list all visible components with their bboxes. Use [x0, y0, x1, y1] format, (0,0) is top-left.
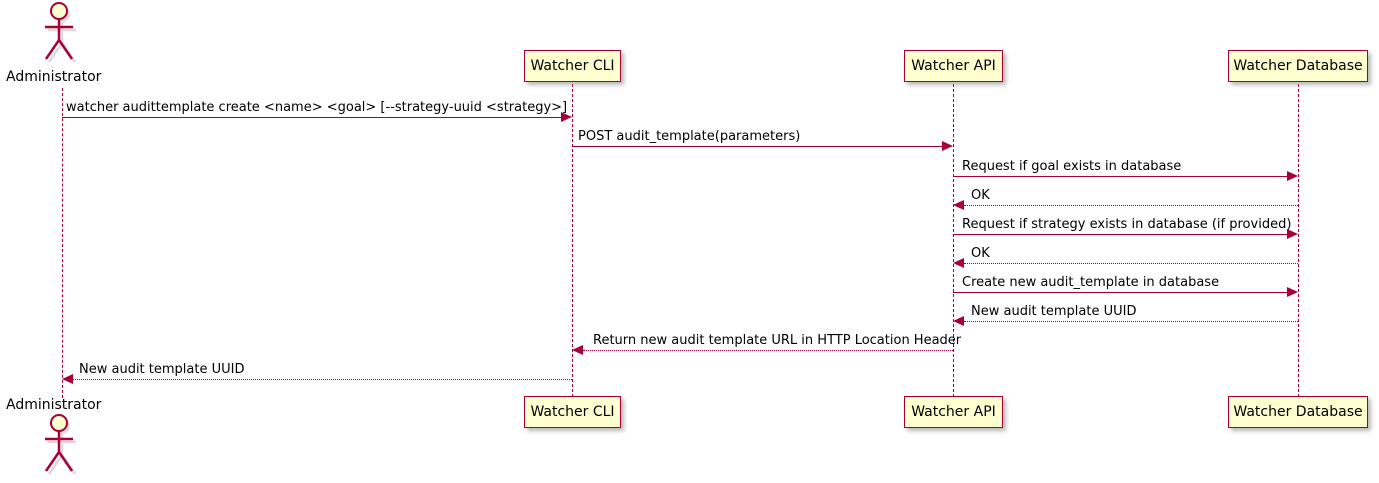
message-arrowhead-10	[62, 374, 73, 384]
message-arrow-10	[73, 379, 572, 380]
message-label-7: Create new audit_template in database	[962, 275, 1220, 290]
lifeline-watcher-database	[1298, 84, 1299, 397]
message-label-8: New audit template UUID	[971, 304, 1137, 319]
participant-watcher-api-bottom[interactable]: Watcher API	[904, 396, 1003, 428]
message-arrow-7	[953, 292, 1288, 293]
message-label-2: POST audit_template(parameters)	[578, 129, 801, 144]
participant-watcher-cli-top[interactable]: Watcher CLI	[524, 50, 621, 82]
participant-watcher-api-top[interactable]: Watcher API	[904, 50, 1003, 82]
participant-watcher-cli-bottom[interactable]: Watcher CLI	[524, 396, 621, 428]
participant-label-watcher-database-top: Watcher Database	[1233, 58, 1363, 74]
message-arrowhead-2	[942, 141, 953, 151]
message-label-5: Request if strategy exists in database (…	[962, 217, 1292, 232]
participant-label-watcher-database-bottom: Watcher Database	[1233, 404, 1363, 420]
actor-administrator-bottom	[44, 414, 77, 475]
message-label-1: watcher audittemplate create <name> <goa…	[66, 100, 568, 115]
message-arrow-9	[583, 350, 953, 351]
message-arrow-1	[62, 117, 562, 118]
message-arrow-6	[964, 263, 1298, 264]
message-arrow-5	[953, 234, 1288, 235]
message-arrow-3	[953, 176, 1288, 177]
message-arrow-4	[964, 205, 1298, 206]
message-arrowhead-6	[953, 258, 964, 268]
message-label-10: New audit template UUID	[79, 362, 245, 377]
message-arrowhead-9	[572, 345, 583, 355]
participant-label-watcher-api-bottom: Watcher API	[911, 404, 996, 420]
message-arrowhead-1	[561, 112, 572, 122]
message-arrowhead-8	[953, 316, 964, 326]
participant-watcher-database-bottom[interactable]: Watcher Database	[1228, 396, 1368, 428]
message-label-6: OK	[971, 246, 990, 261]
lifeline-administrator	[62, 88, 63, 398]
lifeline-watcher-api	[953, 84, 954, 397]
actor-label-administrator-top: Administrator	[6, 69, 102, 85]
actor-label-administrator-bottom: Administrator	[6, 397, 102, 413]
participant-label-watcher-cli-top: Watcher CLI	[530, 58, 615, 74]
actor-administrator-top	[44, 2, 77, 63]
message-arrowhead-4	[953, 200, 964, 210]
participant-label-watcher-api-top: Watcher API	[911, 58, 996, 74]
message-label-3: Request if goal exists in database	[962, 159, 1182, 174]
participant-watcher-database-top[interactable]: Watcher Database	[1228, 50, 1368, 82]
message-arrow-8	[964, 321, 1298, 322]
lifeline-watcher-cli	[572, 84, 573, 397]
message-arrowhead-3	[1287, 171, 1298, 181]
message-label-4: OK	[971, 188, 990, 203]
message-arrowhead-5	[1287, 229, 1298, 239]
message-label-9: Return new audit template URL in HTTP Lo…	[593, 333, 962, 348]
participant-label-watcher-cli-bottom: Watcher CLI	[530, 404, 615, 420]
message-arrow-2	[572, 146, 943, 147]
message-arrowhead-7	[1287, 287, 1298, 297]
